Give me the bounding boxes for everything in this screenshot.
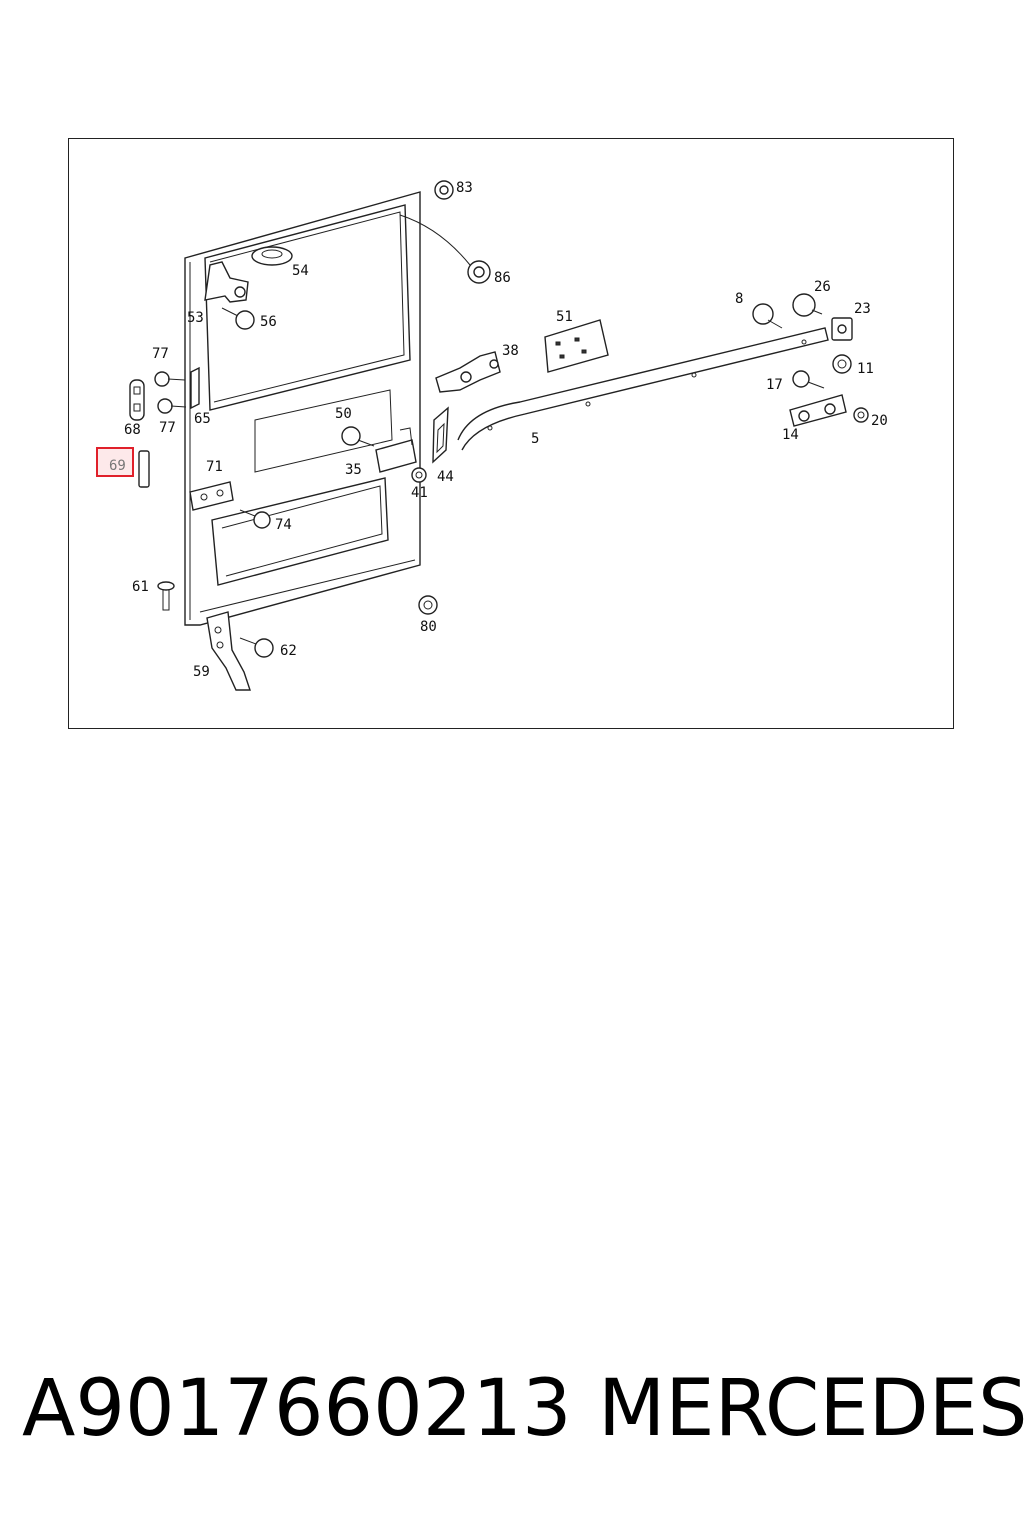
- part-20: [853, 407, 869, 423]
- callout-17: 17: [766, 377, 783, 393]
- part-59: [206, 611, 251, 691]
- callout-54: 54: [292, 263, 309, 279]
- callout-11: 11: [857, 361, 874, 377]
- callout-77: 77: [152, 346, 169, 362]
- callout-83: 83: [456, 180, 473, 196]
- part-44: [432, 406, 449, 464]
- part-23: [831, 317, 853, 341]
- part-71: [189, 481, 234, 511]
- part-26: [792, 293, 823, 317]
- callout-68: 68: [124, 422, 141, 438]
- callout-35: 35: [345, 462, 362, 478]
- callout-71: 71: [206, 459, 223, 475]
- callout-65: 65: [194, 411, 211, 427]
- part-83: [434, 180, 454, 200]
- part-14: [789, 394, 847, 427]
- part-5: [457, 327, 829, 451]
- part-80: [418, 595, 438, 615]
- highlight-box: [96, 447, 134, 477]
- part-17: [792, 370, 825, 389]
- callout-8: 8: [735, 291, 743, 307]
- part-65: [190, 366, 200, 410]
- callout-77-lower: 77: [159, 420, 176, 436]
- callout-20: 20: [871, 413, 888, 429]
- callout-44: 44: [437, 469, 454, 485]
- part-35: [375, 427, 417, 473]
- callout-38: 38: [502, 343, 519, 359]
- part-53: [204, 261, 249, 303]
- callout-62: 62: [280, 643, 297, 659]
- callout-59: 59: [193, 664, 210, 680]
- callout-53: 53: [187, 310, 204, 326]
- part-62: [239, 637, 274, 658]
- part-61: [157, 581, 175, 611]
- door-panel: [184, 191, 421, 626]
- cable: [399, 214, 471, 266]
- callout-14: 14: [782, 427, 799, 443]
- callout-80: 80: [420, 619, 437, 635]
- callout-5: 5: [531, 431, 539, 447]
- callout-86: 86: [494, 270, 511, 286]
- brand-name: MERCEDES: [598, 1364, 1024, 1454]
- callout-74: 74: [275, 517, 292, 533]
- part-69: [138, 450, 150, 488]
- callout-56: 56: [260, 314, 277, 330]
- part-50: [341, 426, 375, 447]
- callout-61: 61: [132, 579, 149, 595]
- part-41: [411, 467, 427, 483]
- part-86: [467, 260, 491, 284]
- callout-69: 69: [109, 458, 126, 474]
- part-54: [251, 246, 293, 266]
- part-51: [544, 319, 609, 373]
- callout-41: 41: [411, 485, 428, 501]
- callout-23: 23: [854, 301, 871, 317]
- part-77: [154, 371, 187, 414]
- part-68: [129, 379, 145, 421]
- part-11: [832, 354, 852, 374]
- part-number: A9017660213: [22, 1364, 572, 1454]
- callout-26: 26: [814, 279, 831, 295]
- part-8: [752, 303, 783, 329]
- part-56: [221, 307, 255, 330]
- callout-50: 50: [335, 406, 352, 422]
- part-74: [239, 509, 271, 529]
- callout-51: 51: [556, 309, 573, 325]
- part-38: [435, 351, 501, 393]
